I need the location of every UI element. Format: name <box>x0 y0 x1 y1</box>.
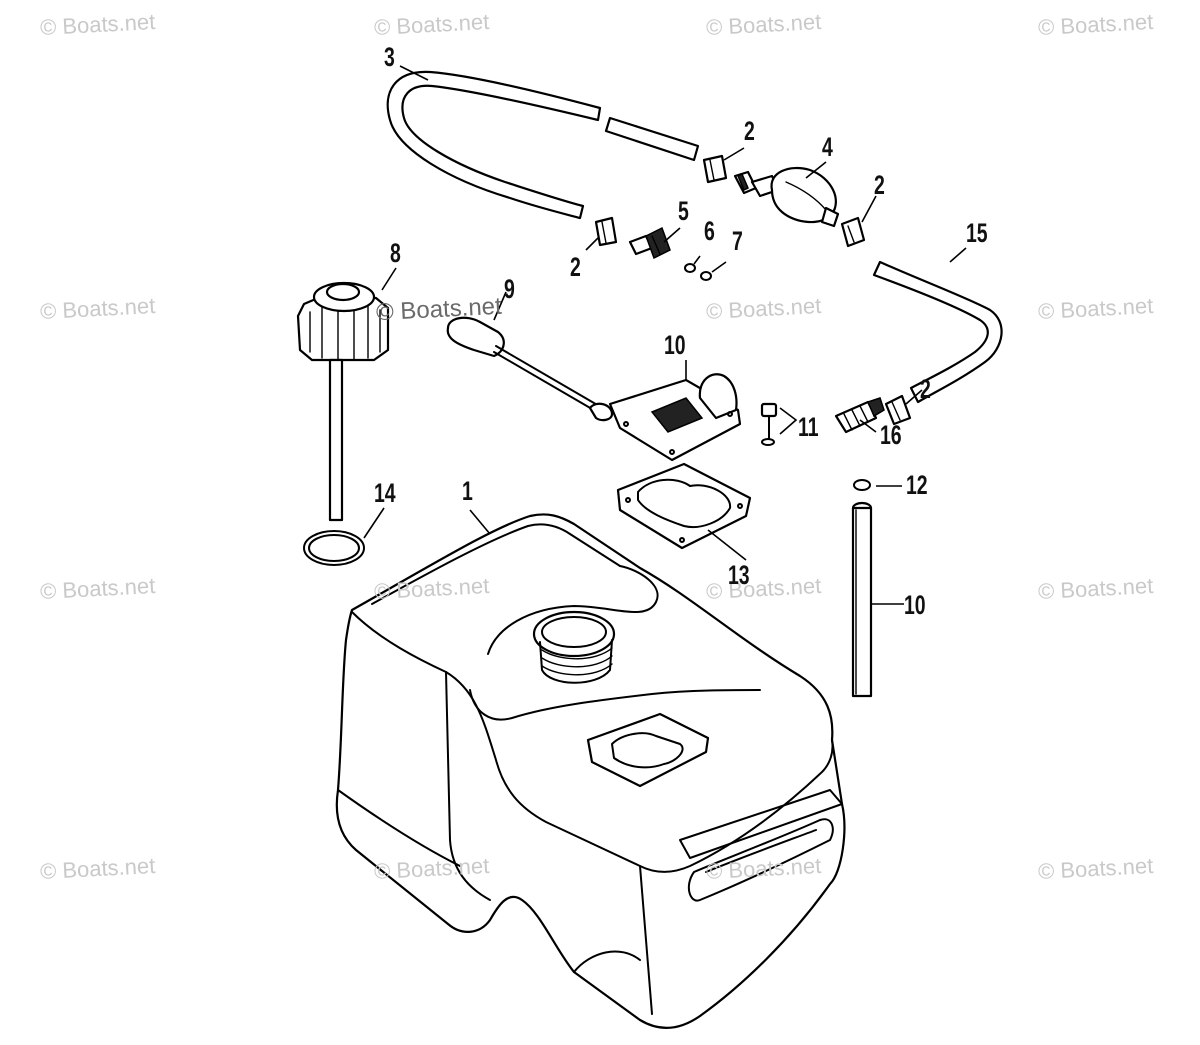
callout-2: 2 <box>920 374 931 404</box>
callout-10: 10 <box>904 590 926 620</box>
callout-7: 7 <box>732 226 743 256</box>
part-14-gasket <box>303 530 365 566</box>
part-11-screw <box>760 402 778 446</box>
callout-10: 10 <box>664 330 686 360</box>
callout-1: 1 <box>462 476 473 506</box>
callout-14: 14 <box>374 478 396 508</box>
callout-16: 16 <box>880 420 902 450</box>
part-16-hose-barb <box>834 397 885 434</box>
part-9-float-arm <box>446 316 614 422</box>
part-2-clamp-right <box>840 216 866 248</box>
part-7-o-ring <box>700 271 712 281</box>
part-2-clamp-lower <box>884 394 912 426</box>
part-13-gasket-plate <box>616 462 752 550</box>
part-12-o-ring <box>853 479 871 491</box>
part-1-fuel-tank <box>335 513 846 1029</box>
part-10-gauge-assembly <box>608 373 742 462</box>
callout-13: 13 <box>728 560 750 590</box>
callout-2: 2 <box>570 252 581 282</box>
callout-5: 5 <box>678 196 689 226</box>
part-6-o-ring <box>684 263 696 273</box>
part-8-filler-cap <box>296 281 390 522</box>
part-5-fitting <box>628 226 671 260</box>
callout-9: 9 <box>504 274 515 304</box>
part-3-fuel-hose <box>386 70 700 220</box>
callout-2: 2 <box>874 170 885 200</box>
callout-12: 12 <box>906 470 928 500</box>
callout-15: 15 <box>966 218 988 248</box>
callout-11: 11 <box>798 412 819 442</box>
callout-2: 2 <box>744 116 755 146</box>
callout-3: 3 <box>384 42 395 72</box>
part-4-primer-bulb <box>733 166 840 228</box>
callout-6: 6 <box>704 216 715 246</box>
callout-8: 8 <box>390 238 401 268</box>
part-10-pickup-tube <box>851 501 873 698</box>
part-2-clamp-upper <box>702 154 728 184</box>
callout-4: 4 <box>822 132 833 162</box>
leader-lines <box>363 65 967 605</box>
part-2-clamp-left <box>594 216 618 247</box>
part-15-fuel-hose <box>872 260 1003 404</box>
